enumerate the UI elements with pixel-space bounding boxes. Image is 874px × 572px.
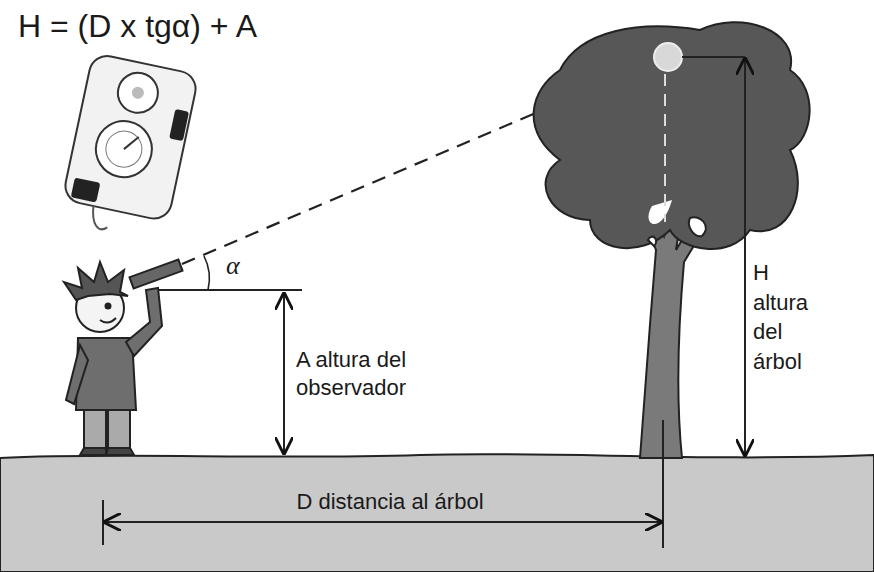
top-reference-line — [682, 56, 745, 58]
tree-axis-dashed — [664, 74, 666, 222]
horizontal-line — [158, 289, 302, 291]
formula-title: H = (D x tgα) + A — [18, 6, 438, 46]
observer-figure — [64, 262, 162, 455]
distance-dimension — [105, 521, 661, 523]
distance-label: D distancia al árbol — [190, 488, 590, 516]
clinometer-in-hand — [130, 259, 183, 288]
angle-arc — [204, 256, 209, 290]
ground — [0, 454, 874, 572]
observer-height-label: A altura del observador — [296, 346, 476, 401]
clinometer-device — [58, 53, 199, 243]
tree-height-dimension — [744, 59, 746, 455]
distance-tick — [102, 500, 104, 545]
distance-tick — [662, 420, 664, 548]
tree — [534, 22, 810, 458]
tree-height-label: H altura del árbol — [753, 258, 825, 377]
angle-symbol: α — [226, 250, 266, 283]
sight-target — [654, 43, 682, 71]
observer-height-dimension — [283, 294, 285, 453]
